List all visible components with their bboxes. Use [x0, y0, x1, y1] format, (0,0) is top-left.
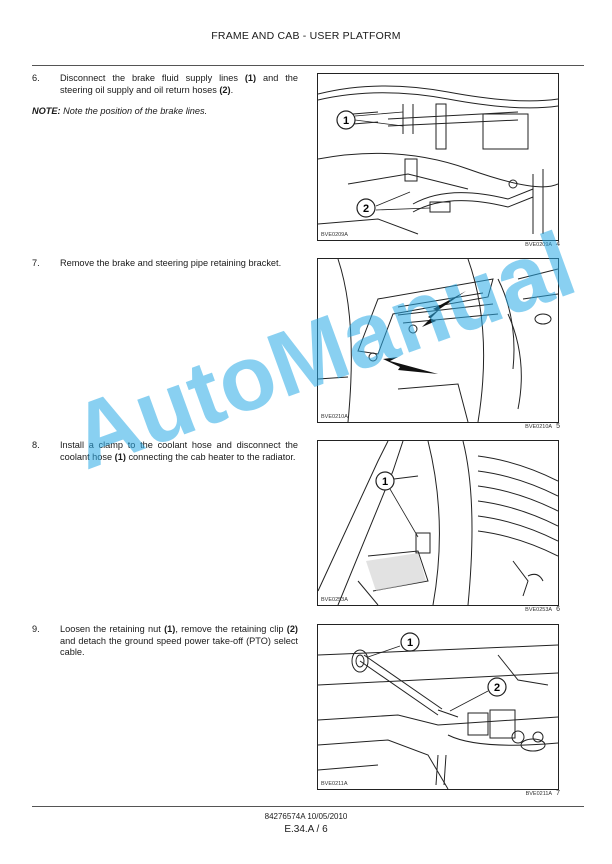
figure-illustration: 1 2 — [318, 85, 558, 235]
callout-1: 1 — [407, 637, 413, 649]
figure-code: BVE0210A — [321, 414, 348, 420]
figure-code: BVE0209A — [321, 232, 348, 238]
note-label: NOTE: — [32, 106, 61, 116]
figure-7: 1 2 BVE0211A — [317, 624, 559, 790]
figure-code: BVE0253A — [321, 597, 348, 603]
figure-illustration: 1 — [318, 441, 558, 605]
step-9: 9. Loosen the retaining nut (1), remove … — [32, 624, 298, 659]
figure-4: 1 2 BVE0209A — [317, 73, 559, 241]
callout-1: 1 — [343, 115, 349, 127]
callout-1: 1 — [382, 476, 388, 488]
figure-5: BVE0210A — [317, 258, 559, 423]
figure-illustration: 1 2 — [318, 632, 558, 789]
step-6: 6. Disconnect the brake fluid supply lin… — [32, 73, 298, 96]
step-8: 8. Install a clamp to the coolant hose a… — [32, 440, 298, 463]
footer-doc-number: 84276574A 10/05/2010 — [264, 812, 348, 821]
step-number: 7. — [32, 258, 40, 268]
figure-illustration — [318, 259, 558, 422]
step-text: Remove the brake and steering pipe retai… — [60, 258, 282, 268]
step-7: 7. Remove the brake and steering pipe re… — [32, 258, 298, 270]
footer-rule — [32, 806, 584, 807]
callout-2: 2 — [494, 682, 500, 694]
page-header: FRAME AND CAB - USER PLATFORM — [211, 30, 401, 42]
step-number: 9. — [32, 624, 40, 634]
callout-2: 2 — [363, 203, 369, 215]
step-text: Loosen the retaining nut (1), remove the… — [60, 624, 298, 657]
note: NOTE: Note the position of the brake lin… — [32, 106, 207, 116]
figure-6: 1 BVE0253A — [317, 440, 559, 606]
footer-page-number: E.34.A / 6 — [284, 824, 328, 835]
note-text: Note the position of the brake lines. — [60, 106, 208, 116]
figure-code: BVE0211A — [321, 781, 348, 787]
header-rule — [32, 65, 584, 66]
step-text: Disconnect the brake fluid supply lines … — [60, 73, 298, 95]
step-number: 8. — [32, 440, 40, 450]
step-number: 6. — [32, 73, 40, 83]
step-text: Install a clamp to the coolant hose and … — [60, 440, 298, 462]
